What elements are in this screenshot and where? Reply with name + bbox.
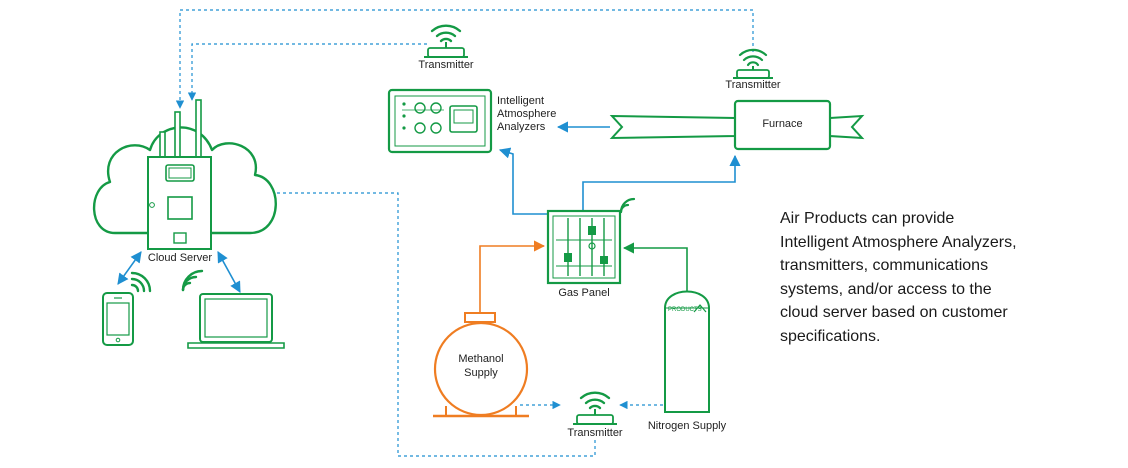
description-text: Air Products can provide Intelligent Atm… <box>780 207 1120 348</box>
solid-line-nitrogen-to-gaspanel <box>622 242 688 296</box>
methanol-label-line2: Supply <box>464 367 498 379</box>
transmitter-right-icon <box>733 48 773 79</box>
phone-link-arrow <box>117 251 142 285</box>
laptop-wifi-icon <box>181 269 204 292</box>
dashed-line-top-transmitter <box>187 43 427 101</box>
antenna-3 <box>195 99 202 159</box>
solid-line-gaspanel-to-analyzers <box>498 147 548 215</box>
laptop-link-arrow <box>217 251 241 293</box>
analyzers-label-line2: Atmosphere <box>497 108 557 120</box>
analyzers-label-line1: Intelligent <box>497 95 545 107</box>
description-line: cloud server based on customer <box>780 304 1008 321</box>
furnace-label: Furnace <box>762 118 803 130</box>
dashed-line-bottom-loop <box>225 188 596 457</box>
laptop-icon <box>187 293 285 349</box>
gas-panel <box>546 209 622 285</box>
smartphone-icon <box>102 292 134 346</box>
methanol-label-line1: Methanol <box>458 353 504 365</box>
cloud-server <box>92 99 277 250</box>
antenna-1 <box>159 131 166 159</box>
phone-wifi-icon <box>130 271 152 293</box>
transmitter-right-label: Transmitter <box>725 79 781 91</box>
antenna-2 <box>174 111 181 159</box>
description-line: Intelligent Atmosphere Analyzers, <box>780 233 1017 251</box>
analyzers-label-line3: Analyzers <box>497 121 546 133</box>
solid-line-methanol-to-gaspanel <box>479 240 546 312</box>
methanol-tank <box>433 312 529 418</box>
solid-line-gaspanel-to-furnace <box>582 154 741 210</box>
transmitter-bottom-label: Transmitter <box>567 427 623 439</box>
analyzer-cabinet <box>387 88 493 154</box>
description-line: specifications. <box>780 327 881 345</box>
server-box <box>147 156 212 250</box>
tank-brand-label: PRODUCTS <box>668 307 702 313</box>
description-line: Air Products can provide <box>780 210 955 227</box>
tank-logo-icon <box>693 304 707 313</box>
nitrogen-tank <box>664 290 710 413</box>
furnace <box>609 99 865 151</box>
transmitter-bottom-icon <box>573 391 617 425</box>
dashed-comm-lines <box>175 9 754 457</box>
dashed-line-outer-loop <box>175 9 754 109</box>
description-line: transmitters, communications <box>780 257 989 274</box>
cloud-server-label: Cloud Server <box>147 252 213 264</box>
transmitter-top-label: Transmitter <box>418 59 474 71</box>
nitrogen-supply-label: Nitrogen Supply <box>647 420 727 432</box>
gas-panel-wifi-icon <box>619 197 636 214</box>
description-line: systems, and/or access to the <box>780 280 992 298</box>
transmitter-top-icon <box>424 24 468 58</box>
gas-panel-label: Gas Panel <box>558 287 610 299</box>
